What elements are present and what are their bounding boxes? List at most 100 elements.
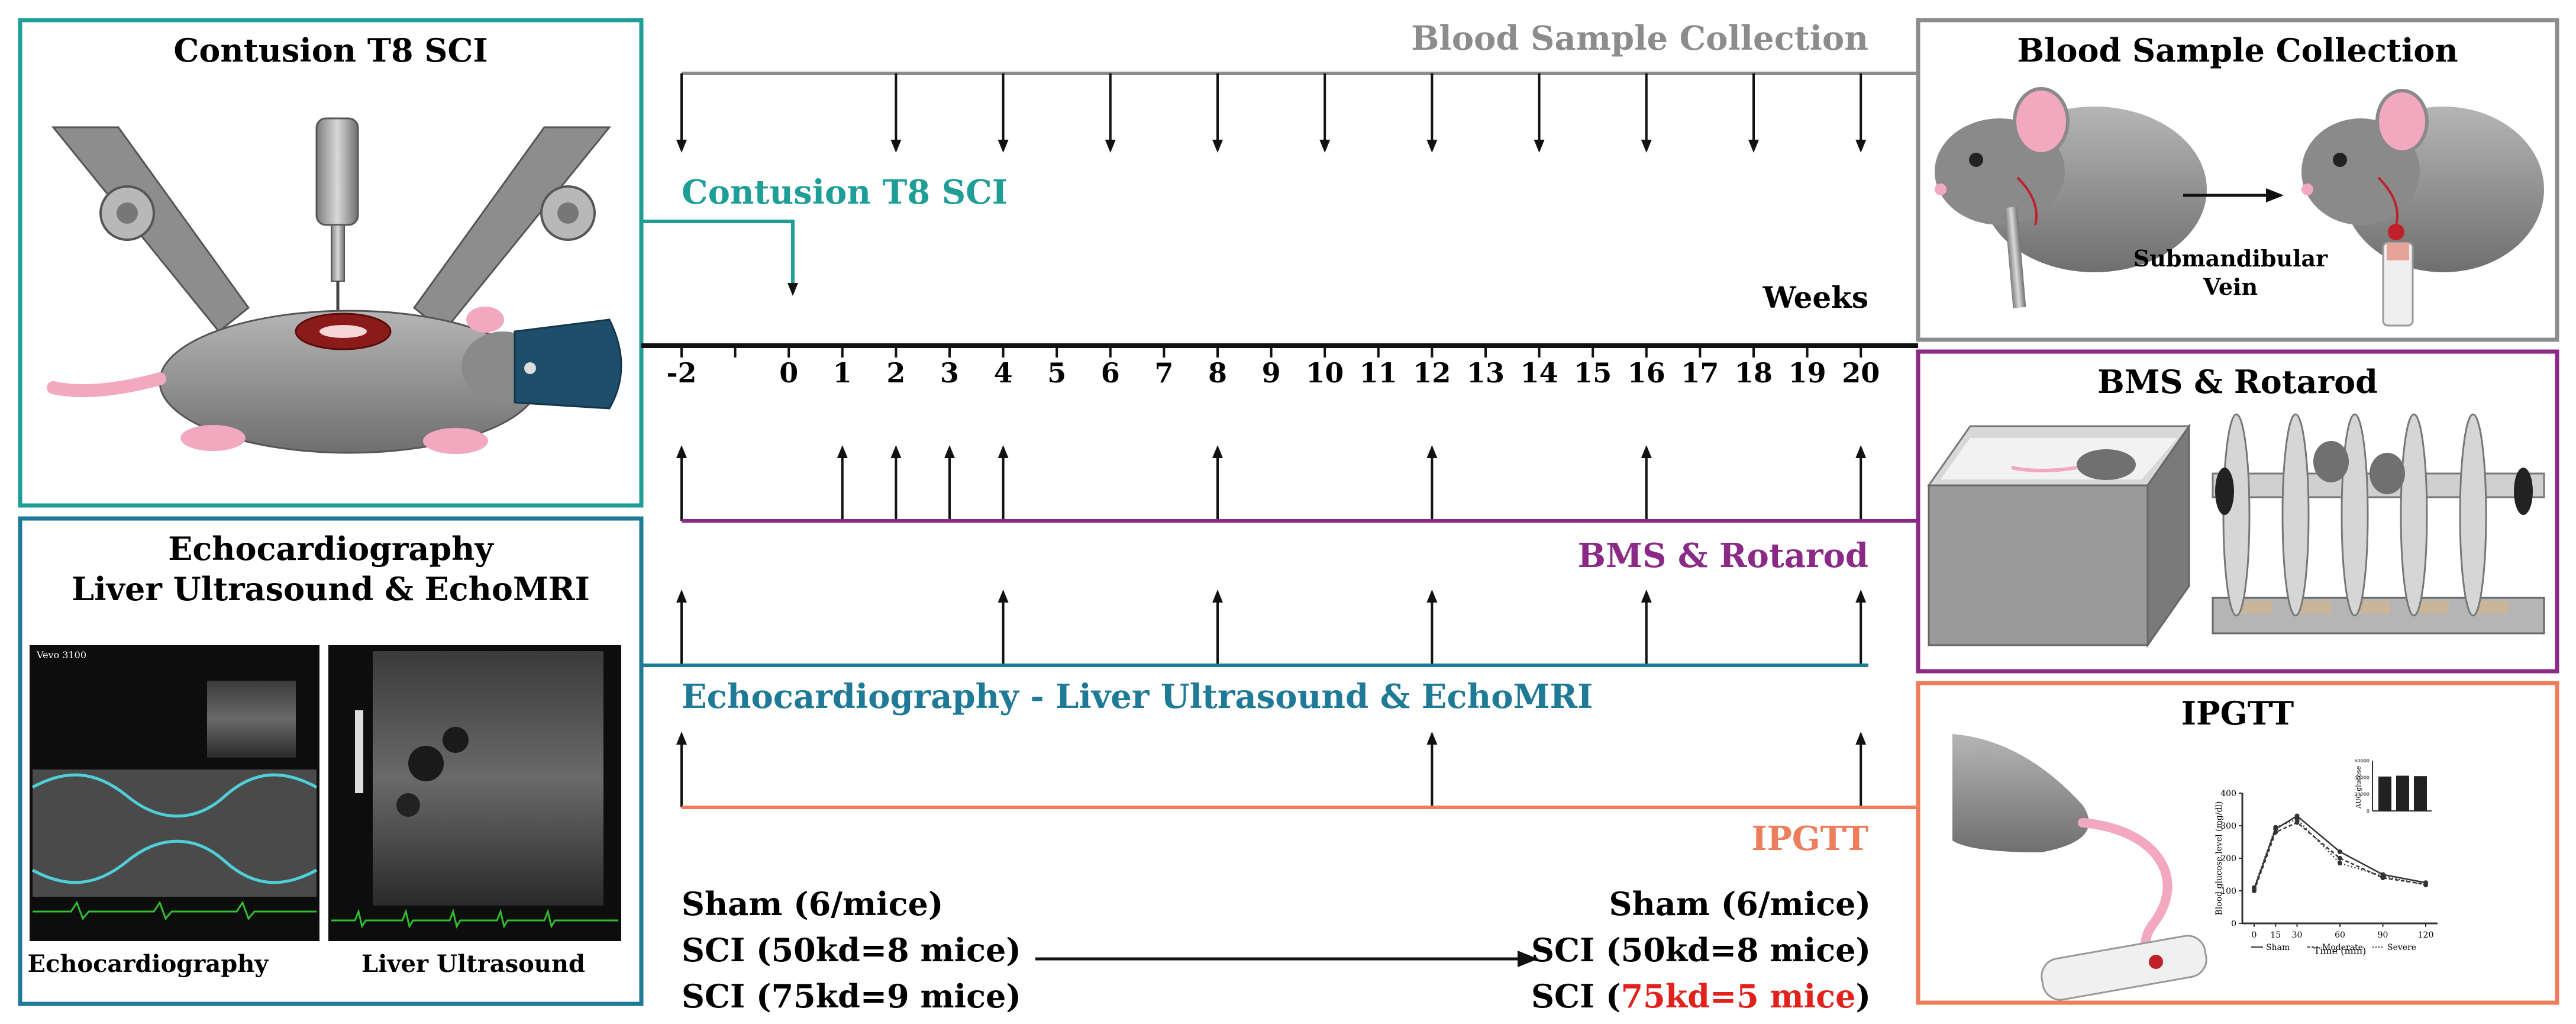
blood-arrow-head (1212, 140, 1223, 153)
echocardiography-caption: Echocardiography (27, 950, 269, 978)
ipgtt-chart-legend: Sham Moderate Severe (2251, 943, 2416, 952)
ipgtt-series-line (2253, 818, 2426, 888)
ipgtt-xtick-label: 15 (2270, 930, 2281, 940)
echo-arrow-head (1212, 590, 1223, 603)
inset-ylabel: AUC glucose (2355, 766, 2362, 809)
contusion-panel-title: Contusion T8 SCI (173, 31, 488, 69)
ipgtt-chart-xlabel: Time (min) (2314, 945, 2367, 957)
legend-moderate: Moderate (2322, 943, 2363, 952)
week-label: 3 (940, 357, 959, 389)
ipgtt-xtick-label: 0 (2252, 930, 2257, 940)
week-label: 8 (1208, 357, 1227, 389)
week-label: 9 (1262, 357, 1281, 389)
cohorts-start: Sham (6/mice) SCI (50kd=8 mice) SCI (75k… (682, 885, 1021, 1015)
blood-arrow-head (1426, 140, 1438, 153)
open-field-box-illustration (1927, 423, 2191, 648)
week-label: 19 (1789, 357, 1826, 389)
week-label: 17 (1681, 357, 1719, 389)
week-ticks (680, 346, 1862, 358)
ipgtt-arrow-head (1426, 732, 1438, 745)
legend-sham: Sham (2266, 943, 2290, 952)
week-label: 6 (1101, 357, 1120, 389)
ipgtt-series-point (2273, 825, 2278, 830)
echo-panel-title-line2: Liver Ultrasound & EchoMRI (72, 570, 590, 608)
ipgtt-series-line (2253, 822, 2426, 891)
bms-arrow-head (1426, 445, 1438, 458)
contusion-illustration (47, 117, 622, 454)
bms-arrows (676, 445, 1867, 521)
blood-arrow-head (2266, 188, 2284, 202)
inset-bar (2396, 775, 2409, 811)
ipgtt-series-line (2253, 814, 2426, 890)
blood-arrow-head (676, 140, 687, 153)
inset-bar (2378, 776, 2391, 811)
week-label: 1 (833, 357, 852, 389)
blood-arrow-head (1319, 140, 1331, 153)
mouse-before-illustration (1935, 87, 2207, 308)
weeks-label: Weeks (1762, 280, 1869, 315)
inset-ytick-label: 60000 (2355, 758, 2370, 764)
echo-arrow-head (1855, 590, 1867, 603)
cohort-end-75kd-prefix: SCI ( (1531, 977, 1621, 1015)
echo-panel: Echocardiography Liver Ultrasound & Echo… (18, 516, 644, 1006)
ipgtt-series-point (2294, 817, 2300, 822)
ipgtt-series-point (2273, 830, 2278, 835)
liver-ultrasound-image (328, 645, 621, 941)
week-label: 10 (1306, 357, 1344, 389)
bms-panel-title: BMS & Rotarod (2097, 363, 2378, 401)
week-label: 11 (1360, 357, 1397, 389)
bms-arrow-head (1855, 445, 1867, 458)
week-label: 4 (994, 357, 1013, 389)
legend-severe: Severe (2387, 943, 2416, 952)
blood-arrow-head (1748, 140, 1759, 153)
blood-arrow-head (1641, 140, 1652, 153)
week-label: 13 (1467, 357, 1505, 389)
ipgtt-chart-xticks: 0 15 30 60 90 120 (2252, 923, 2434, 940)
cohort-start-sham: Sham (6/mice) (682, 885, 943, 923)
ipgtt-xtick-label: 120 (2418, 930, 2434, 940)
contusion-panel: Contusion T8 SCI (18, 18, 644, 508)
week-label: 0 (779, 357, 798, 389)
ipgtt-xtick-label: 90 (2378, 930, 2388, 940)
week-label: 2 (886, 357, 905, 389)
echo-arrow-head (1641, 590, 1652, 603)
week-label: 15 (1574, 357, 1612, 389)
week-label: 7 (1154, 357, 1173, 389)
echo-arrow-head (998, 590, 1009, 603)
bms-arrow-head (837, 445, 848, 458)
ipgtt-chart: Blood glucose level (mg/dl) Time (min) 0… (2215, 758, 2438, 957)
echo-arrow-head (1426, 590, 1438, 603)
week-label: 18 (1735, 357, 1773, 389)
contusion-row-line (682, 220, 795, 291)
ipgtt-chart-ylabel: Blood glucose level (mg/dl) (2215, 801, 2224, 916)
blood-arrow-head (998, 140, 1009, 153)
blood-row-label: Blood Sample Collection (1411, 19, 1868, 58)
submandibular-label-line1: Submandibular (2133, 245, 2328, 272)
cohort-start-50kd: SCI (50kd=8 mice) (682, 931, 1021, 969)
echo-arrows (676, 590, 1867, 665)
mouse-tail-illustration (1952, 734, 2207, 1001)
week-label: 5 (1047, 357, 1066, 389)
cohort-end-75kd-suffix: ) (1855, 977, 1871, 1015)
bms-arrow-head (1641, 445, 1652, 458)
timeline: Blood Sample Collection Contusion T8 SCI… (641, 19, 1918, 1015)
ipgtt-series-point (2252, 888, 2257, 893)
vevo-brand-text: Vevo 3100 (36, 649, 86, 661)
ipgtt-ytick-label: 400 (2220, 789, 2236, 798)
ipgtt-series-point (2423, 883, 2428, 888)
bms-arrow-head (944, 445, 955, 458)
cohort-end-50kd: SCI (50kd=8 mice) (1531, 931, 1871, 969)
ipgtt-series-point (2338, 856, 2342, 861)
ipgtt-xtick-label: 30 (2292, 930, 2303, 940)
ipgtt-xtick-label: 60 (2335, 930, 2345, 940)
blood-arrow-head (1855, 140, 1867, 153)
echo-arrow-head (676, 590, 687, 603)
liver-ultrasound-caption: Liver Ultrasound (361, 950, 585, 978)
week-label: 16 (1628, 357, 1665, 389)
ipgtt-ytick-label: 300 (2220, 822, 2236, 831)
bms-arrow-head (676, 445, 687, 458)
cohorts-end: Sham (6/mice) SCI (50kd=8 mice) SCI (75k… (1531, 885, 1871, 1015)
